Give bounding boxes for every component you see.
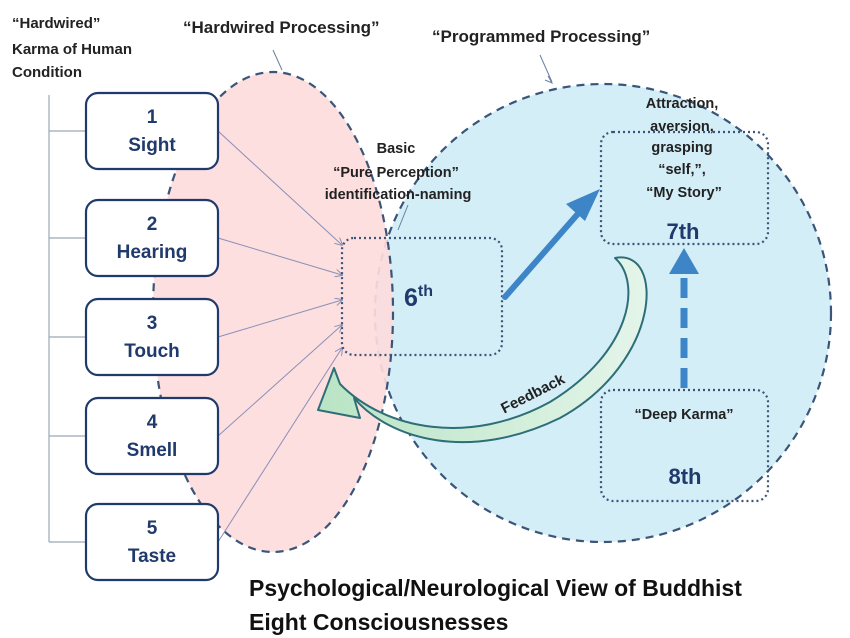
seventh-description: Attraction, aversion, grasping “self,”, … bbox=[646, 96, 723, 201]
sense-name: Touch bbox=[124, 341, 180, 362]
sense-number: 3 bbox=[147, 313, 158, 334]
sense-number: 4 bbox=[147, 412, 158, 433]
sense-name: Hearing bbox=[117, 242, 188, 263]
sense-number: 5 bbox=[147, 518, 158, 539]
basic-callout-line bbox=[397, 204, 409, 231]
sense-number: 2 bbox=[147, 214, 158, 235]
sixth-consciousness-box bbox=[340, 236, 504, 357]
eighth-consciousness-box bbox=[599, 388, 770, 503]
feedback-arrow bbox=[317, 256, 648, 444]
programmed-processing-circle bbox=[373, 82, 833, 544]
sense-to-sixth-arrows bbox=[217, 130, 342, 543]
programmed-callout-line bbox=[539, 54, 553, 83]
sense-bracket bbox=[48, 95, 86, 543]
seventh-consciousness-box bbox=[599, 130, 770, 246]
sixth-to-seventh-arrow bbox=[502, 189, 600, 300]
diagram-title: Psychological/Neurological View of Buddh… bbox=[249, 575, 748, 635]
programmed-processing-label: “Programmed Processing” bbox=[432, 27, 650, 46]
basic-perception-label: Basic “Pure Perception” identification-n… bbox=[325, 141, 472, 203]
hardwired-callout-line bbox=[272, 49, 283, 71]
sense-name: Taste bbox=[128, 546, 176, 567]
eighth-label: 8th bbox=[669, 464, 702, 489]
hardwired-karma-label: “Hardwired” Karma of Human Condition bbox=[12, 15, 136, 81]
deep-karma-label: “Deep Karma” bbox=[634, 407, 733, 423]
sense-name: Smell bbox=[127, 440, 178, 461]
eighth-to-seventh-dashed-arrow bbox=[669, 248, 699, 388]
hardwired-processing-label: “Hardwired Processing” bbox=[183, 18, 380, 37]
seventh-label: 7th bbox=[667, 219, 700, 244]
sense-number: 1 bbox=[147, 107, 158, 128]
sixth-label: 6th bbox=[404, 283, 433, 312]
sense-name: Sight bbox=[128, 135, 176, 156]
